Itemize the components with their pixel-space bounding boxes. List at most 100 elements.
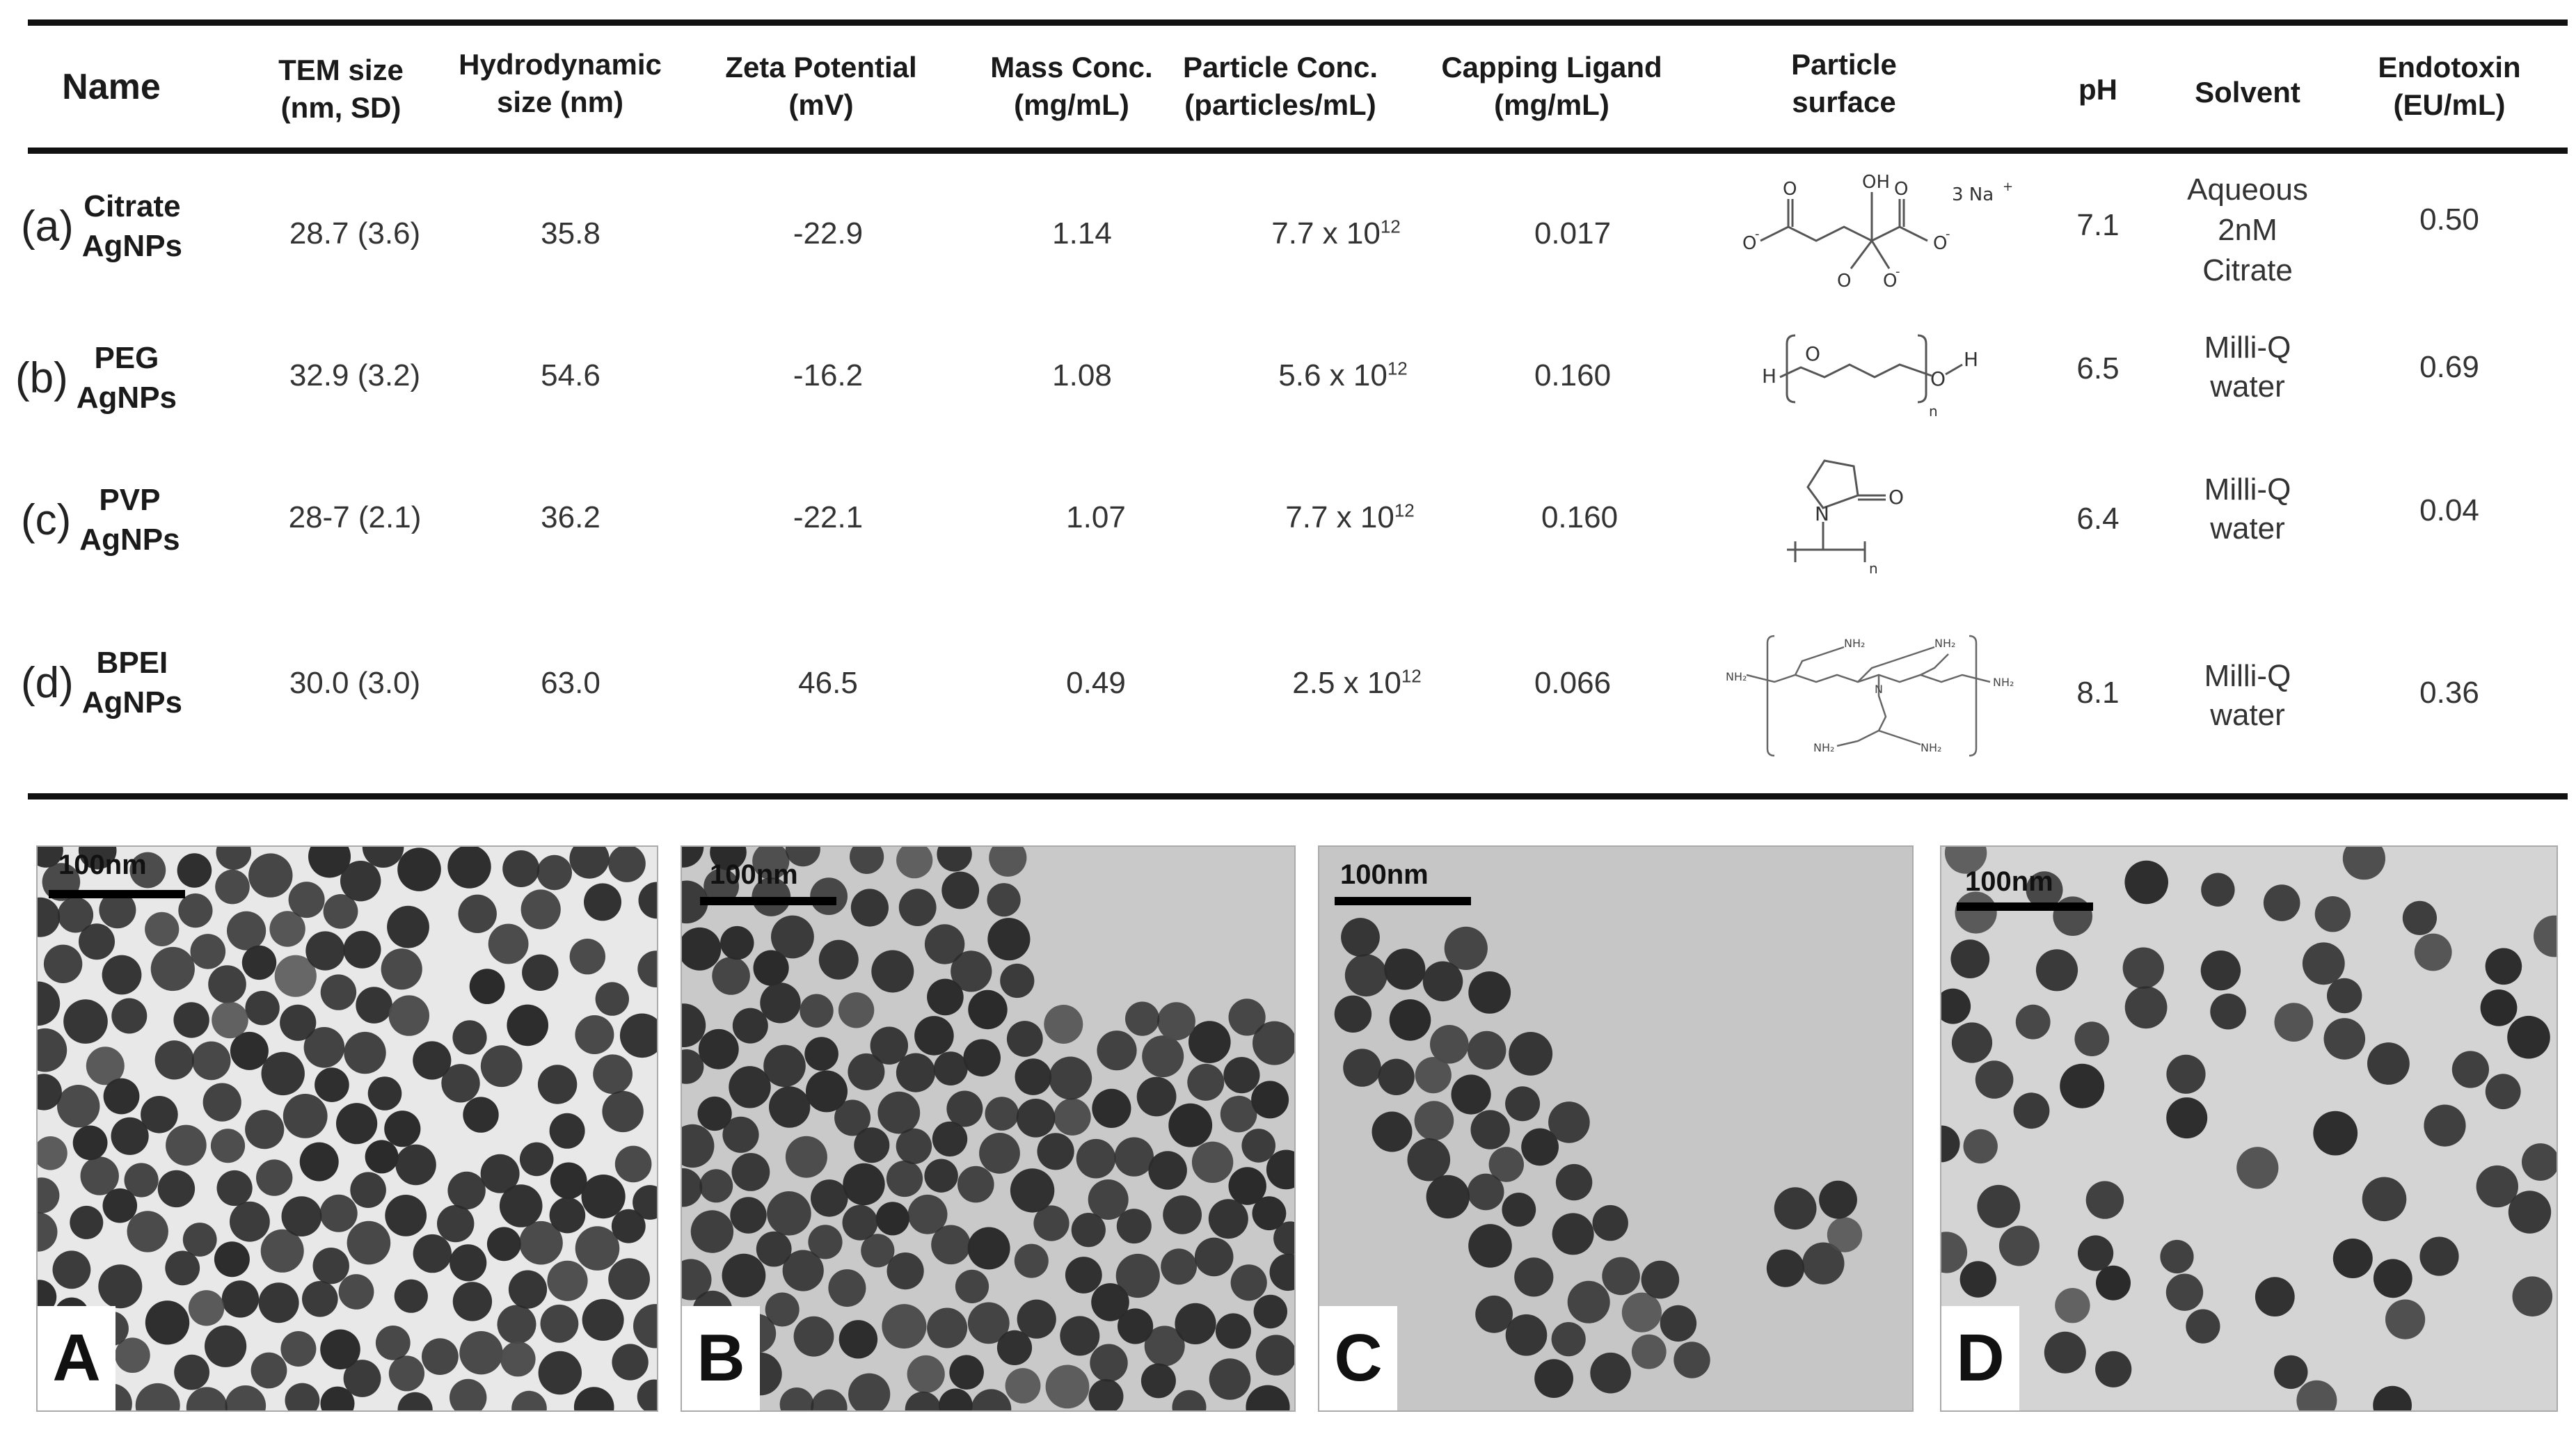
pvp-structure-icon: N O n <box>1781 445 1962 591</box>
row-b-mass-conc: 1.08 <box>1009 356 1155 395</box>
row-d-particle-conc-exp: 12 <box>1401 665 1422 686</box>
row-c-name-line2: AgNPs <box>79 520 180 559</box>
row-d-mass-conc: 0.49 <box>1023 664 1169 703</box>
pvp-n-subscript: n <box>1869 560 1878 577</box>
citrate-minus-2: - <box>1946 227 1950 241</box>
panel-label-b: B <box>682 1306 760 1410</box>
row-c-hydrodynamic: 36.2 <box>487 498 654 537</box>
row-d-solvent-line1: Milli-Q <box>2150 657 2345 696</box>
row-b-particle-conc-exp: 12 <box>1388 358 1408 379</box>
row-c-solvent-line2: water <box>2150 509 2345 548</box>
row-c-tem-size: 28-7 (2.1) <box>251 498 459 537</box>
row-d-capping-ligand: 0.066 <box>1489 664 1656 703</box>
row-a-endotoxin: 0.50 <box>2366 200 2533 239</box>
scale-label-b: 100nm <box>710 859 798 891</box>
header-hydrodynamic-line2: size (nm) <box>445 83 675 121</box>
pvp-n-label: N <box>1815 502 1829 525</box>
row-d-hydrodynamic: 63.0 <box>487 664 654 703</box>
row-d-zeta: 46.5 <box>752 664 905 703</box>
scale-label-c: 100nm <box>1340 859 1429 891</box>
row-b-name-line2: AgNPs <box>77 378 177 417</box>
row-d-name-line1: BPEI <box>82 643 182 683</box>
tem-panel-b: 100nm B <box>681 845 1296 1412</box>
row-b-solvent-line1: Milli-Q <box>2150 328 2345 367</box>
row-c-mass-conc: 1.07 <box>1023 498 1169 537</box>
row-b-solvent: Milli-Q water <box>2150 328 2345 407</box>
row-d-name: BPEI AgNPs <box>82 643 182 722</box>
row-a-tem-size: 28.7 (3.6) <box>251 214 459 253</box>
row-a-letter: (a) <box>21 202 74 251</box>
row-c-endotoxin: 0.04 <box>2366 491 2533 530</box>
tem-image-a <box>38 847 657 1410</box>
row-b-letter: (b) <box>15 353 68 403</box>
citrate-plus: + <box>2003 180 2013 194</box>
header-endotoxin-line2: (EU/mL) <box>2359 86 2540 124</box>
row-a-particle-conc-base: 7.7 x 10 <box>1271 216 1381 250</box>
row-a-particle-conc-exp: 12 <box>1381 216 1401 237</box>
peg-h-label-1: H <box>1762 365 1776 388</box>
row-c-particle-conc: 7.7 x 1012 <box>1225 498 1475 537</box>
tem-panel-c: 100nm C <box>1318 845 1914 1412</box>
header-tem-size-line2: (nm, SD) <box>251 89 431 127</box>
header-particle-surface-line2: surface <box>1754 83 1934 121</box>
header-zeta: Zeta Potential (mV) <box>703 49 939 124</box>
bpei-nh2-label-3: NH₂ <box>1934 637 1955 650</box>
row-d-ph: 8.1 <box>2060 674 2136 713</box>
header-tem-size: TEM size (nm, SD) <box>251 51 431 127</box>
row-a-ph: 7.1 <box>2060 206 2136 245</box>
header-hydrodynamic-line1: Hydrodynamic <box>445 46 675 83</box>
row-a-solvent-line2: 2nM <box>2150 210 2345 250</box>
row-c-letter: (c) <box>21 495 71 545</box>
row-b-zeta: -16.2 <box>752 356 905 395</box>
header-hydrodynamic: Hydrodynamic size (nm) <box>445 46 675 121</box>
header-endotoxin: Endotoxin (EU/mL) <box>2359 49 2540 124</box>
scale-label-a: 100nm <box>58 850 147 881</box>
row-d-tem-size: 30.0 (3.0) <box>251 664 459 703</box>
header-mass-conc-line1: Mass Conc. <box>974 49 1169 86</box>
row-c-name: PVP AgNPs <box>79 480 180 559</box>
citrate-o-label-2: O <box>1894 179 1908 200</box>
row-d-label: (d) BPEI AgNPs <box>21 643 182 722</box>
row-d-solvent: Milli-Q water <box>2150 657 2345 735</box>
header-particle-surface: Particle surface <box>1754 46 1934 121</box>
peg-o-label-1: O <box>1805 342 1820 365</box>
tem-panel-a: 100nm A <box>36 845 658 1412</box>
row-b-ph: 6.5 <box>2060 349 2136 388</box>
header-mass-conc-line2: (mg/mL) <box>974 86 1169 124</box>
row-c-solvent-line1: Milli-Q <box>2150 470 2345 509</box>
citrate-oh-label: OH <box>1862 172 1890 193</box>
row-d-name-line2: AgNPs <box>82 683 182 722</box>
header-capping-ligand-line2: (mg/mL) <box>1433 86 1670 124</box>
row-c-ph: 6.4 <box>2060 500 2136 539</box>
header-capping-ligand-line1: Capping Ligand <box>1433 49 1670 86</box>
bpei-structure-icon: NH₂ NH₂ NH₂ NH₂ NH₂ NH₂ N <box>1726 626 2032 765</box>
pvp-o-label: O <box>1889 486 1904 509</box>
row-b-label: (b) PEG AgNPs <box>15 338 177 417</box>
scale-label-d: 100nm <box>1965 866 2053 898</box>
row-a-solvent-line1: Aqueous <box>2150 170 2345 210</box>
row-a-particle-conc: 7.7 x 1012 <box>1211 214 1461 253</box>
row-b-solvent-line2: water <box>2150 367 2345 406</box>
row-c-name-line1: PVP <box>79 480 180 520</box>
tem-image-d <box>1941 847 2557 1410</box>
panel-label-c: C <box>1319 1306 1397 1410</box>
row-a-label: (a) Citrate AgNPs <box>21 186 182 266</box>
table-top-rule <box>28 19 2568 26</box>
scale-bar-a <box>49 890 185 898</box>
bpei-n-label: N <box>1875 683 1883 696</box>
scale-bar-d <box>1957 902 2093 911</box>
citrate-minus-3: - <box>1895 264 1900 279</box>
header-capping-ligand: Capping Ligand (mg/mL) <box>1433 49 1670 124</box>
row-b-endotoxin: 0.69 <box>2366 348 2533 387</box>
scale-bar-b <box>700 897 836 905</box>
bpei-nh2-label-1: NH₂ <box>1726 670 1747 683</box>
peg-n-subscript: n <box>1929 403 1938 420</box>
row-c-solvent: Milli-Q water <box>2150 470 2345 549</box>
row-b-particle-conc: 5.6 x 1012 <box>1218 356 1468 395</box>
citrate-o-label-3: O <box>1837 271 1851 292</box>
header-endotoxin-line1: Endotoxin <box>2359 49 2540 86</box>
row-b-name: PEG AgNPs <box>77 338 177 417</box>
header-name: Name <box>42 64 181 111</box>
header-mass-conc: Mass Conc. (mg/mL) <box>974 49 1169 124</box>
row-c-capping-ligand: 0.160 <box>1496 498 1663 537</box>
